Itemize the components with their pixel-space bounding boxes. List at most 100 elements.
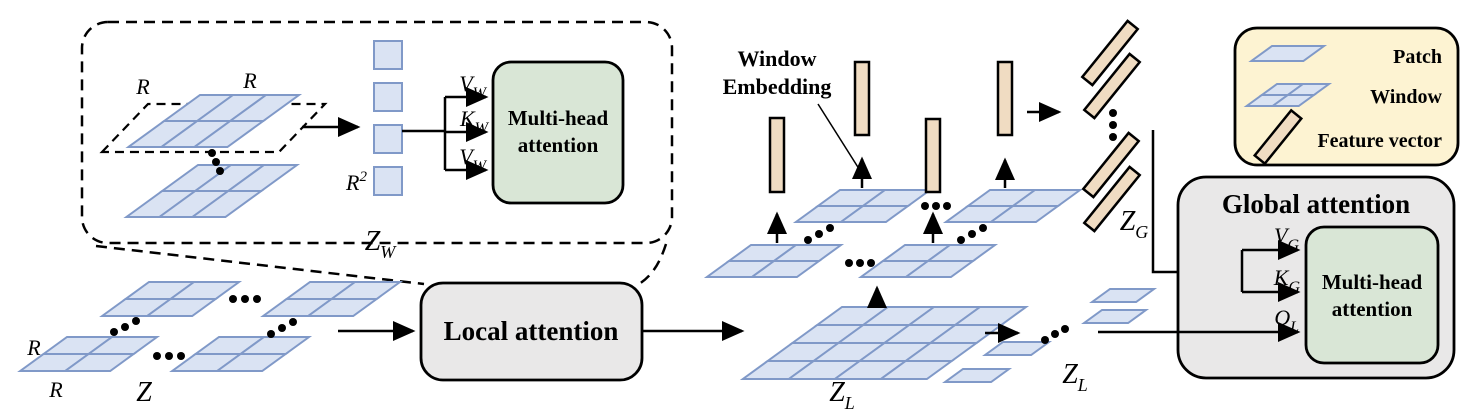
ellipsis-dot	[267, 330, 275, 338]
zg-feature-vector	[1082, 165, 1142, 233]
ellipsis-dot	[1061, 325, 1069, 333]
zl-feature-grid	[743, 307, 1026, 379]
multi-head-attention-box-global	[1304, 225, 1440, 365]
mha-local-line2: attention	[518, 133, 599, 157]
global-attention-title: Global attention	[1222, 189, 1410, 219]
ellipsis-dot	[229, 295, 237, 303]
k-w-label: KW	[459, 106, 490, 137]
ellipsis-dot	[212, 158, 220, 166]
patch-cell	[147, 299, 215, 316]
patch-cell	[194, 121, 263, 147]
patch-cell	[945, 369, 1009, 382]
callout-window-top	[128, 95, 299, 147]
ellipsis-dot	[1109, 121, 1117, 129]
ellipsis-dot	[208, 149, 216, 157]
patch-cell	[1084, 310, 1146, 323]
r-top-label: R	[242, 68, 257, 93]
patch-cell	[1251, 46, 1324, 61]
flat-patch	[1084, 310, 1146, 323]
mha-global-line2: attention	[1332, 297, 1413, 321]
window-embedding-bar	[768, 116, 786, 194]
legend-window-swatch	[1247, 84, 1329, 106]
zg-feature-vector	[1080, 19, 1140, 87]
ellipsis-dot	[132, 317, 140, 325]
k-g-label: KG	[1273, 265, 1301, 296]
window-embedding-bar	[853, 60, 871, 137]
ellipsis-dot	[253, 295, 261, 303]
mid-window-front-right	[861, 245, 995, 277]
ellipsis-dot	[815, 230, 823, 238]
window-embedding-bar	[924, 117, 942, 194]
ellipsis-dot	[1109, 133, 1117, 141]
callout-window-bottom	[126, 165, 297, 217]
v-g-label: VG	[1274, 223, 1299, 254]
patch-cell	[308, 299, 376, 316]
ellipsis-dot	[289, 318, 297, 326]
mid-window-back-left	[796, 190, 930, 222]
flat-patch	[1092, 289, 1154, 302]
source-window-back-left	[102, 282, 239, 316]
patch-cell	[192, 191, 261, 217]
v-w-label: VW	[459, 71, 487, 102]
ellipsis-dot	[856, 259, 864, 267]
z-g-label: ZG	[1120, 206, 1149, 242]
window-embedding-bar	[996, 60, 1014, 137]
legend-feature-vector-swatch	[1252, 108, 1304, 166]
source-r-bottom-label: R	[48, 377, 63, 402]
ellipsis-dot	[867, 259, 875, 267]
ellipsis-dot	[153, 352, 161, 360]
ellipsis-dot	[278, 324, 286, 332]
token-square	[373, 40, 403, 70]
callout-funnel-line-right	[638, 243, 668, 286]
source-window-front-left	[20, 337, 157, 371]
local-attention-label: Local attention	[444, 316, 619, 346]
source-z-label: Z	[136, 377, 152, 408]
patch-cell	[1273, 95, 1314, 106]
ellipsis-dot	[979, 224, 987, 232]
legend-label-window: Window	[1370, 86, 1442, 108]
patch-cell	[217, 354, 285, 371]
patch-cell	[906, 261, 973, 277]
patch-cell	[991, 206, 1058, 222]
flat-patch	[945, 369, 1009, 382]
ellipsis-dot	[1041, 336, 1049, 344]
v-w2-label: VW	[459, 144, 487, 175]
ellipsis-dot	[121, 323, 129, 331]
ellipsis-dot	[165, 352, 173, 360]
token-square	[373, 82, 403, 112]
legend-label-patch: Patch	[1393, 46, 1442, 68]
source-window-front-right	[172, 337, 309, 371]
zg-feature-vector	[1082, 52, 1142, 120]
mha-global-line1: Multi-head	[1322, 270, 1423, 294]
mha-local-line1: Multi-head	[508, 106, 609, 130]
ellipsis-dot	[943, 202, 951, 210]
patch-cell	[1092, 289, 1154, 302]
ellipsis-dot	[1051, 330, 1059, 338]
legend-label-feature-vector: Feature vector	[1317, 130, 1442, 152]
patch-cell	[65, 354, 133, 371]
window-dashed-outline	[99, 102, 328, 154]
ellipsis-dot	[1109, 109, 1117, 117]
patch-cell	[752, 261, 819, 277]
patch-cell	[841, 206, 908, 222]
r-left-label: R	[135, 74, 150, 99]
ellipsis-dot	[845, 259, 853, 267]
q-l-label: QL	[1274, 305, 1299, 336]
token-square	[373, 124, 403, 154]
ellipsis-dot	[826, 224, 834, 232]
patch-cell	[985, 342, 1049, 355]
ellipsis-dot	[968, 230, 976, 238]
mid-window-front-left	[707, 245, 841, 277]
zg-feature-vector	[1081, 131, 1141, 199]
ellipsis-dot	[110, 328, 118, 336]
multi-head-attention-box-local	[491, 60, 625, 205]
patch-cell	[881, 361, 952, 379]
legend-patch-swatch	[1251, 46, 1324, 61]
window-embedding-pointer-line	[817, 103, 862, 173]
source-r-left-label: R	[26, 335, 41, 360]
mid-window-back-right	[946, 190, 1080, 222]
window-embedding-label-line2: Embedding	[723, 74, 832, 99]
flat-patch	[985, 342, 1049, 355]
